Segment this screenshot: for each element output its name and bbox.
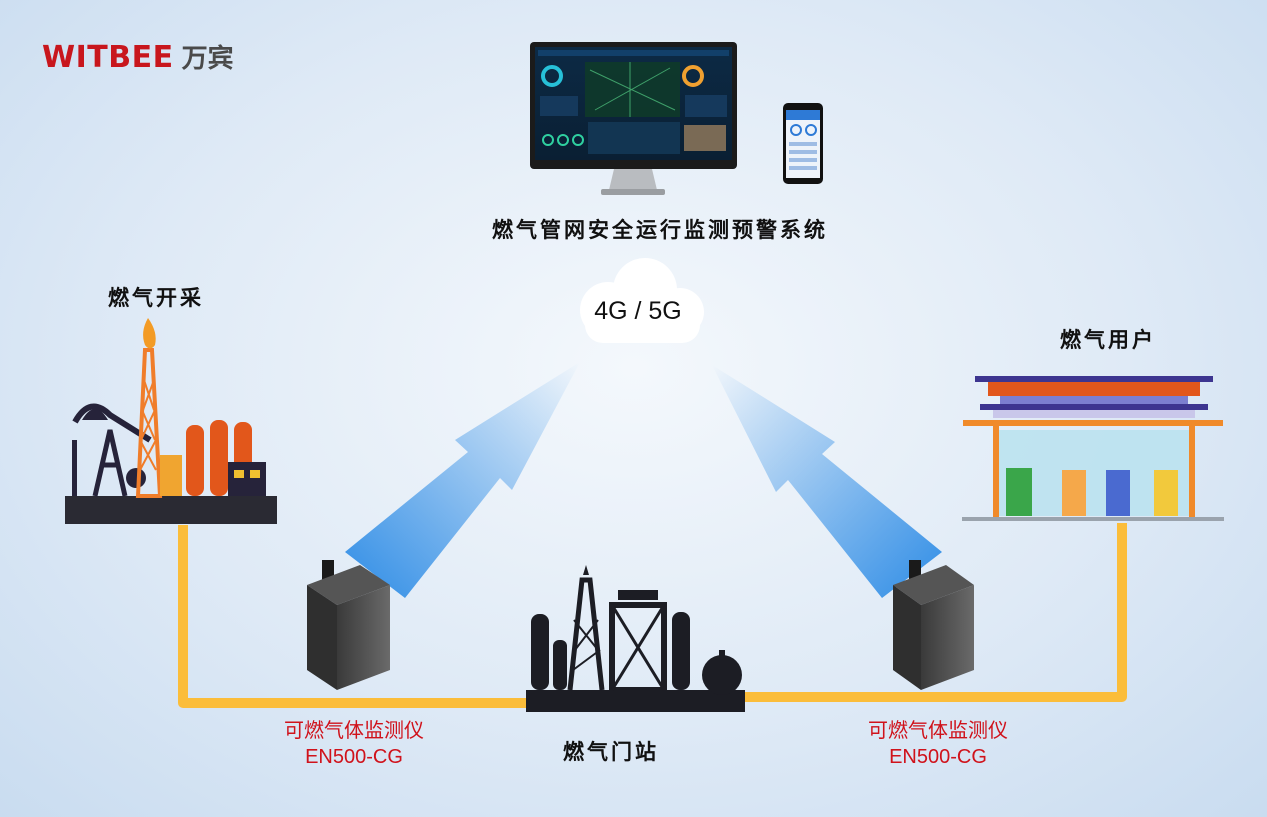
cloud-icon [580,258,704,343]
device-model: EN500-CG [889,746,987,768]
upload-arrow-left [345,362,580,598]
system-label: 燃气管网安全运行监测预警系统 [492,218,828,242]
phone-icon [783,103,823,184]
device-name: 可燃气体监测仪 [284,718,424,742]
device-label-left: 可燃气体监测仪 EN500-CG [264,717,444,771]
logo-chinese-name: 万宾 [181,44,234,74]
network-label: 4G / 5G [594,297,682,325]
gas-gate-station-icon [526,565,745,712]
gate-station-label: 燃气门站 [563,740,659,764]
device-model: EN500-CG [305,746,403,768]
logo: WITBEE 万宾 [42,38,234,75]
gas-detector-device-right-icon [893,560,974,690]
users-label: 燃气用户 [1060,328,1156,352]
monitor-icon [530,42,737,195]
upload-arrow-right [712,365,942,598]
device-name: 可燃气体监测仪 [868,718,1008,742]
device-label-right: 可燃气体监测仪 EN500-CG [848,717,1028,771]
gas-users-station-icon [962,376,1224,521]
gas-pipeline [178,523,1127,708]
gas-detector-device-left-icon [307,560,390,690]
extraction-label: 燃气开采 [108,286,204,310]
gas-extraction-site-icon [65,318,277,524]
logo-brand: WITBEE [42,40,174,75]
